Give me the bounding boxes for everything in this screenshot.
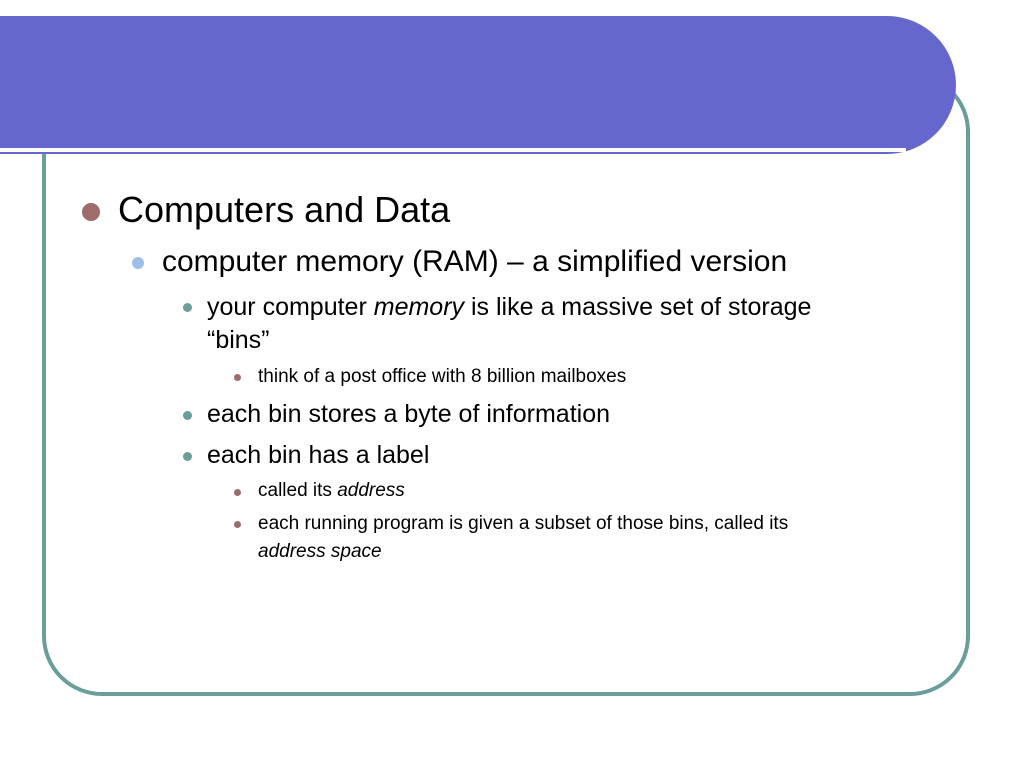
bullet-computer-memory: computer memory (RAM) – a simplified ver…: [162, 245, 787, 279]
bullet-level4-icon: [234, 489, 241, 496]
bullet-level1-icon: [82, 203, 100, 221]
slide-frame: [42, 72, 970, 696]
bullet-text-emphasis: address space: [258, 541, 382, 562]
bullet-address-space-line2: address space: [258, 538, 382, 566]
bullet-byte-of-information: each bin stores a byte of information: [207, 398, 610, 430]
bullet-level3-icon: [183, 452, 192, 461]
bullet-text: each bin stores a byte of information: [207, 400, 611, 428]
bullet-text: think of a post office with 8 billion ma…: [258, 366, 627, 387]
bullet-text: each bin has a label: [207, 441, 430, 469]
bullet-level4-icon: [234, 521, 241, 528]
bullet-text: Computers and Data: [118, 189, 451, 230]
bullet-level4-icon: [234, 374, 241, 381]
bullet-memory-bins-line2: “bins”: [207, 324, 270, 356]
bullet-post-office: think of a post office with 8 billion ma…: [258, 363, 626, 391]
bullet-text: is like a massive set of storage: [464, 293, 812, 321]
bullet-text-emphasis: memory: [373, 293, 465, 321]
bullet-level3-icon: [183, 411, 192, 420]
bullet-level3-icon: [183, 303, 192, 312]
bullet-text: computer memory (RAM) – a simplified ver…: [162, 245, 788, 278]
bullet-text: each running program is given a subset o…: [258, 513, 789, 534]
bullet-text: “bins”: [207, 326, 270, 354]
bullet-text-emphasis: address: [337, 480, 405, 501]
bullet-address: called its address: [258, 477, 405, 505]
bullet-level2-icon: [132, 257, 144, 269]
header-divider-line: [0, 148, 906, 152]
bullet-text: called its: [258, 480, 338, 501]
bullet-memory-bins: your computer memory is like a massive s…: [207, 291, 811, 323]
header-band: [0, 16, 956, 154]
bullet-computers-and-data: Computers and Data: [118, 190, 450, 230]
bullet-bin-label: each bin has a label: [207, 439, 429, 471]
bullet-text: your computer: [207, 293, 374, 321]
bullet-address-space: each running program is given a subset o…: [258, 510, 788, 538]
